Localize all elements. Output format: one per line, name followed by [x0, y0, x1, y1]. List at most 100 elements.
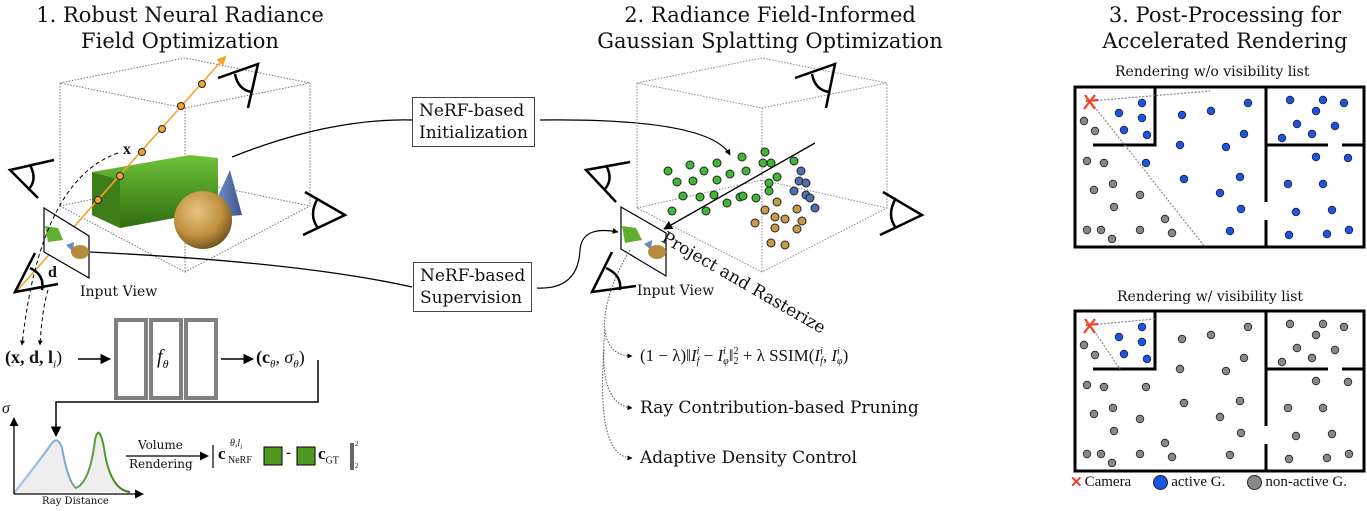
gaussian-point: [667, 206, 677, 216]
inactive-gaussian: [1135, 414, 1145, 424]
stage1-title-line1: 1. Robust Neural Radiance: [36, 3, 324, 27]
gaussian-point: [685, 160, 695, 170]
inactive-gaussian-icon: [1247, 475, 1263, 490]
stage1-input-view-plane: [43, 206, 90, 280]
inactive-gaussian: [1141, 382, 1151, 392]
active-gaussian: [1283, 179, 1293, 189]
inactive-gaussian: [1284, 454, 1294, 464]
stage3-floorplans: [1073, 85, 1366, 473]
active-gaussian: [1137, 322, 1147, 332]
gaussian-point: [772, 172, 782, 182]
gaussian-point: [712, 175, 722, 185]
gaussian-point: [722, 198, 732, 208]
sample-point-label: x: [123, 141, 131, 158]
density-fill: [14, 432, 130, 493]
inactive-gaussian: [1107, 458, 1117, 468]
mlp-output-sigma: , σ: [275, 347, 294, 367]
gaussian-point: [789, 186, 799, 196]
stage2-title-line1: 2. Radiance Field-Informed: [624, 3, 916, 27]
gs-loss-f-sup-2: i: [820, 346, 823, 358]
gaussian-point: [801, 178, 811, 188]
gaussian-point: [766, 238, 776, 248]
inactive-gaussian: [1327, 429, 1337, 439]
gt-sub: GT: [325, 455, 339, 467]
gaussian-point: [678, 191, 688, 201]
inactive-gaussian: [1135, 225, 1145, 235]
inactive-gaussian: [1082, 449, 1092, 459]
legend-active: active G.: [1153, 474, 1225, 491]
mlp-input-label: (x, d, li): [5, 347, 63, 371]
sigma-axis-label: σ: [2, 400, 10, 417]
sup-connector-left: [89, 251, 413, 288]
gaussian-point: [760, 147, 770, 157]
legend-inactive-label: non-active G.: [1265, 474, 1347, 490]
gs-loss-phi-sup-2: i: [837, 346, 840, 358]
gs-loss-norm-sub: 2: [733, 356, 739, 368]
stage3-legend: ✕ Camera active G. non-active G.: [1070, 473, 1347, 492]
gs-loss-f-sup: i: [696, 346, 700, 358]
camera-eyes: [7, 62, 348, 294]
gaussian-point: [764, 178, 774, 188]
gaussian-point: [695, 192, 705, 202]
active-gaussian: [1119, 125, 1129, 135]
gs-loss-phi-sub-2: φ: [837, 356, 843, 368]
gs-loss-norm: ‖: [728, 346, 734, 365]
inactive-gaussian: [1108, 179, 1118, 189]
active-gaussian: [1225, 226, 1235, 236]
nerf-init-line1: NeRF-based: [419, 101, 525, 121]
inactive-gaussian: [1243, 322, 1253, 332]
gs-loss-I2: I: [717, 346, 724, 365]
inactive-gaussian: [1082, 225, 1092, 235]
gs-loss-phi-sub: φ: [723, 356, 729, 368]
inactive-gaussian: [1099, 382, 1109, 392]
active-gaussian: [1114, 108, 1124, 118]
inactive-gaussian: [1330, 345, 1340, 355]
density-curve: [13, 431, 131, 494]
gaussian-point: [758, 158, 768, 168]
active-gaussian: [1327, 205, 1337, 215]
active-gaussian: [1236, 204, 1246, 214]
gs-loss-a: (1 − λ)‖: [640, 346, 691, 365]
inactive-gaussian: [1089, 185, 1099, 195]
active-gaussian: [1239, 129, 1249, 139]
stage1-title-line2: Field Optimization: [81, 29, 279, 53]
inactive-gaussian: [1160, 438, 1170, 448]
gaussian-point: [797, 216, 807, 226]
inactive-gaussian: [1236, 428, 1246, 438]
stage2-camera-eyes: [583, 62, 925, 294]
init-connector-right: [539, 119, 731, 156]
projection-ray: [663, 142, 816, 230]
active-gaussian: [1206, 106, 1216, 116]
mlp-input-sub: i: [53, 358, 57, 371]
gs-loss-plus: + λ SSIM(: [738, 346, 815, 365]
inactive-gaussian: [1109, 202, 1119, 212]
inactive-gaussian: [1135, 190, 1145, 200]
gaussian-points: [663, 147, 820, 250]
stage3-title-line2: Accelerated Rendering: [1102, 29, 1348, 53]
active-gaussian: [1179, 174, 1189, 184]
inactive-gaussian: [1135, 449, 1145, 459]
active-gaussian: [1119, 349, 1129, 359]
nerf-sup-line2: Supervision: [420, 288, 523, 308]
inactive-gaussian: [1215, 412, 1225, 422]
inactive-gaussian: [1291, 431, 1301, 441]
mlp-output-sub1: θ: [269, 358, 276, 371]
inactive-gaussian: [1239, 353, 1249, 363]
inactive-gaussian: [1277, 357, 1287, 367]
volume-label: Volume: [138, 438, 183, 452]
stage3-title-line1: 3. Post-Processing for: [1108, 3, 1342, 27]
inactive-gaussian: [1307, 353, 1317, 363]
stage3-title: 3. Post-Processing for Accelerated Rende…: [1080, 2, 1367, 54]
sup-connector-right: [536, 228, 619, 289]
gt-color-term: cGT: [318, 444, 339, 466]
gaussian-point: [725, 169, 735, 179]
mlp-output-label: (cθ, σθ): [256, 347, 305, 371]
gaussian-point: [741, 166, 751, 176]
stage2-scene: [583, 57, 925, 461]
gs-loss-f-sub-2: f: [820, 356, 823, 368]
inactive-gaussian: [1079, 116, 1089, 126]
stage2-title: 2. Radiance Field-Informed Gaussian Spla…: [590, 2, 950, 54]
active-gaussian: [1235, 172, 1245, 182]
norm-subscript: 2: [355, 462, 359, 470]
